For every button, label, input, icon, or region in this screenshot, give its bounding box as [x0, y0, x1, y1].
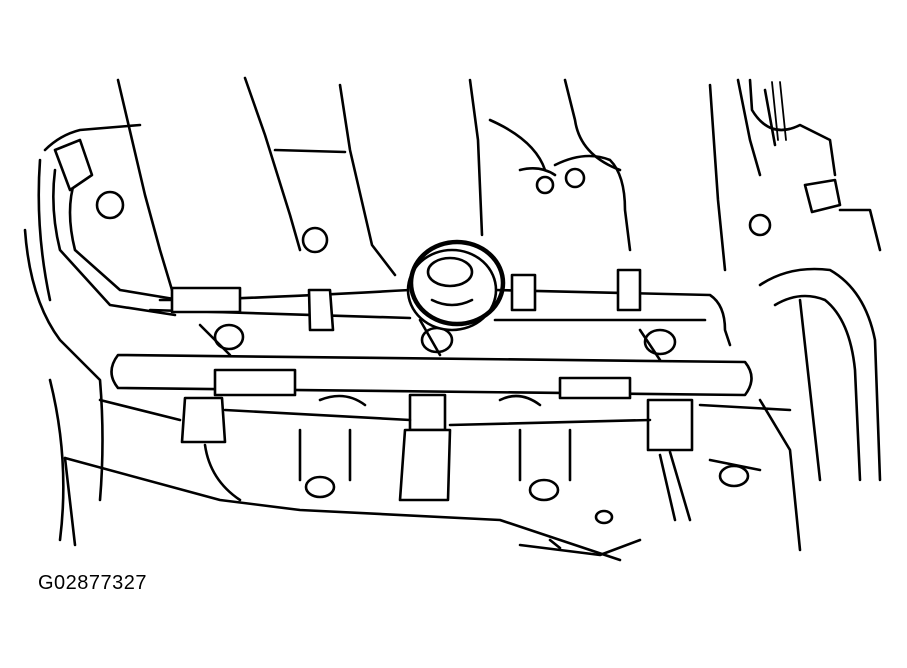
lower-cover	[63, 456, 642, 562]
intake-manifold-runners	[116, 76, 837, 302]
injector-connectors	[180, 393, 694, 522]
fuel-rail	[110, 318, 753, 400]
figure-code: G02877327	[38, 572, 148, 594]
right-hose	[758, 178, 882, 482]
pressure-regulator	[406, 248, 498, 332]
highlight-circle	[408, 239, 506, 327]
cylinder-head	[98, 394, 802, 552]
mounting-bolts	[95, 167, 772, 525]
left-hose-and-clamp	[23, 123, 182, 542]
upper-fuel-line	[148, 268, 732, 347]
